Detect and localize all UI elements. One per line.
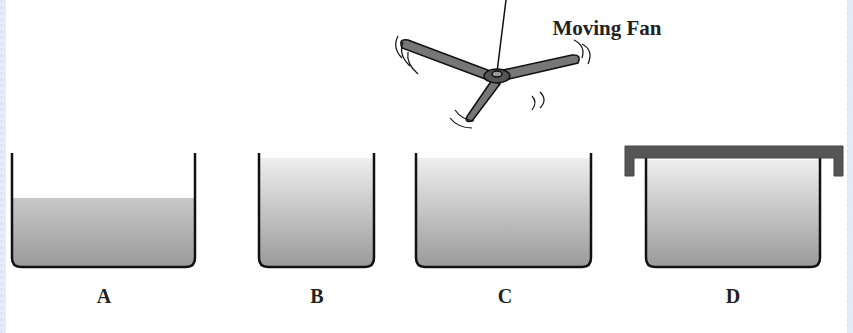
water bbox=[259, 158, 374, 267]
water bbox=[12, 198, 195, 267]
water bbox=[646, 160, 820, 267]
container-label: A bbox=[97, 285, 111, 308]
container-d bbox=[646, 158, 820, 267]
container-c bbox=[416, 153, 591, 267]
container-label: C bbox=[498, 285, 512, 308]
container-label: D bbox=[726, 285, 740, 308]
container-b bbox=[259, 153, 374, 267]
water bbox=[416, 158, 591, 267]
container-a bbox=[12, 153, 195, 267]
fan-label: Moving Fan bbox=[552, 16, 661, 41]
container-label: B bbox=[310, 285, 323, 308]
panel bbox=[6, 0, 847, 333]
lid bbox=[625, 146, 843, 176]
